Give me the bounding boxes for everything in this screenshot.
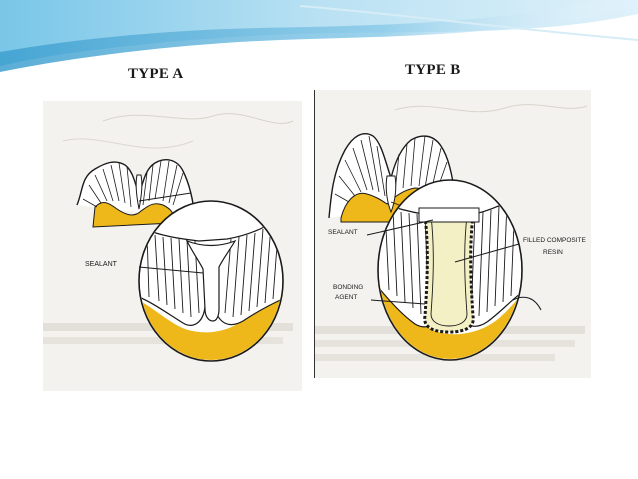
- type-a-heading: TYPE A: [128, 66, 184, 82]
- small-tooth: [76, 159, 196, 228]
- background-sketch: [62, 138, 194, 149]
- figure-b-panel: SEALANT FILLED COMPOSITE RESIN BONDING A…: [315, 90, 591, 378]
- magnified-view: SEALANT: [85, 200, 284, 362]
- small-tooth-enamel-rods: [334, 135, 448, 203]
- banner-swoosh-line: [299, 5, 638, 41]
- panel-divider: [314, 90, 315, 378]
- magnified-view: SEALANT FILLED COMPOSITE RESIN BONDING A…: [328, 179, 587, 361]
- bonding-label-line2: AGENT: [335, 294, 357, 301]
- composite-label-line1: FILLED COMPOSITE: [523, 237, 587, 244]
- figure-a-illustration: SEALANT: [43, 113, 294, 362]
- small-tooth-enamel-rods: [82, 160, 184, 208]
- sealant-label: SEALANT: [85, 261, 118, 268]
- bonding-label-line1: BONDING: [333, 284, 363, 291]
- banner-band-dark: [0, 0, 638, 72]
- zoom-guide-line: [138, 192, 192, 202]
- composite-leader-line: [454, 243, 520, 263]
- figure-a-panel: SEALANT: [43, 101, 302, 391]
- small-tooth-sealant: [92, 202, 174, 228]
- background-sketch: [102, 113, 294, 124]
- sealant-in-fissure: [185, 239, 237, 322]
- type-b-heading: TYPE B: [405, 62, 461, 78]
- magnified-enamel-rods: [146, 218, 280, 318]
- filled-composite-resin: [430, 215, 468, 327]
- sealant-leader-line: [138, 266, 204, 274]
- header-banner: [0, 0, 638, 72]
- bonding-leader-line: [370, 299, 426, 305]
- sealant-leader-line: [366, 219, 434, 236]
- composite-label-line2: RESIN: [543, 249, 563, 256]
- background-sketch: [394, 104, 588, 113]
- sealant-top-layer: [418, 207, 480, 223]
- outer-sealant-accent: [512, 296, 542, 311]
- sealant-label: SEALANT: [328, 229, 358, 236]
- figure-b-illustration: SEALANT FILLED COMPOSITE RESIN BONDING A…: [315, 104, 588, 361]
